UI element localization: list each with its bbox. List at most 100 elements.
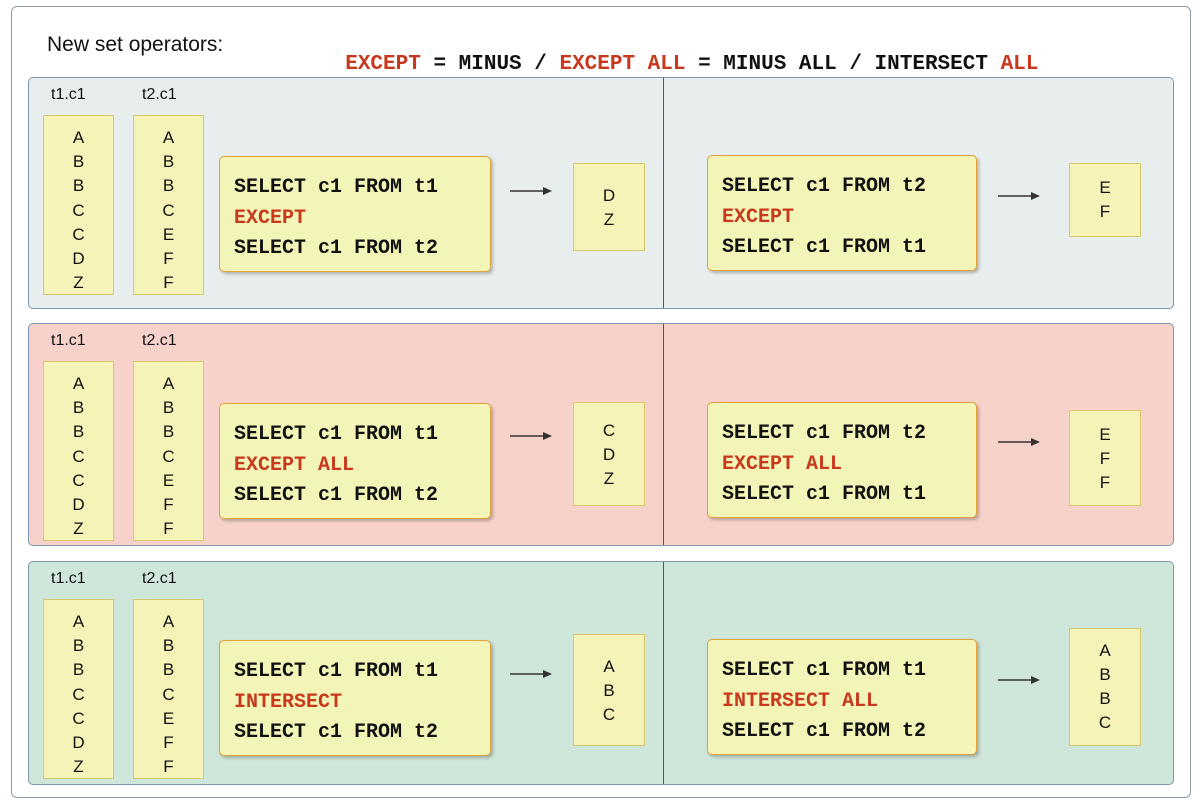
cell-value: D	[72, 732, 85, 752]
panel-except: t1.c1 t2.c1 A B B C C D Z A B B C E F F …	[28, 77, 1174, 309]
sql-operator: EXCEPT ALL	[234, 453, 355, 477]
result-value: B	[603, 681, 615, 700]
result-box: C D Z	[573, 402, 645, 506]
t2-column-header: t2.c1	[142, 570, 177, 587]
sql-query-box: SELECT c1 FROM t2 EXCEPT ALL SELECT c1 F…	[707, 402, 977, 518]
arrow-icon	[510, 670, 552, 678]
sql-operator: EXCEPT ALL	[722, 452, 843, 476]
t1-column-header: t1.c1	[51, 86, 86, 103]
cell-value: B	[162, 636, 175, 656]
cell-value: B	[162, 176, 175, 196]
result-value: Z	[603, 469, 615, 488]
sql-line: SELECT c1 FROM t1	[234, 660, 439, 683]
arrow-icon	[998, 676, 1040, 684]
sql-line: SELECT c1 FROM t2	[722, 422, 927, 445]
sql-line: SELECT c1 FROM t1	[722, 659, 927, 682]
cell-value: B	[162, 152, 175, 172]
cell-value: Z	[73, 519, 84, 539]
result-box: E F F	[1069, 410, 1141, 506]
result-value: C	[602, 705, 616, 724]
panel-divider	[663, 562, 664, 784]
t1-values-box: A B B C C D Z	[43, 115, 114, 295]
result-value: A	[603, 657, 615, 676]
arrow-icon	[510, 432, 552, 440]
t2-values-box: A B B C E F F	[133, 361, 204, 541]
sql-line: SELECT c1 FROM t1	[722, 236, 927, 259]
t2-values-box: A B B C E F F	[133, 599, 204, 779]
cell-value: F	[163, 757, 174, 777]
sql-line: SELECT c1 FROM t2	[234, 484, 439, 507]
arrow-icon	[510, 187, 552, 195]
cell-value: C	[72, 200, 85, 220]
headline-part: EXCEPT	[345, 53, 421, 76]
result-box: A B B C	[1069, 628, 1141, 746]
cell-value: D	[72, 248, 85, 268]
cell-value: A	[162, 128, 175, 147]
t2-column-header: t2.c1	[142, 86, 177, 103]
cell-value: C	[72, 470, 85, 490]
arrow-icon	[998, 438, 1040, 446]
cell-value: B	[162, 398, 175, 418]
sql-operator: INTERSECT	[234, 690, 343, 714]
cell-value: E	[162, 708, 175, 728]
sql-line: SELECT c1 FROM t2	[722, 720, 927, 743]
sql-operator: EXCEPT	[722, 205, 795, 229]
sql-line: SELECT c1 FROM t1	[234, 423, 439, 446]
result-value: A	[1099, 641, 1111, 660]
cell-value: A	[162, 374, 175, 393]
result-box: D Z	[573, 163, 645, 251]
headline-part: ALL	[1000, 53, 1039, 76]
result-value: F	[1099, 202, 1111, 221]
headline-part: = MINUS ALL / INTERSECT	[685, 53, 1001, 76]
cell-value: C	[72, 224, 85, 244]
sql-line: SELECT c1 FROM t2	[722, 175, 927, 198]
result-value: B	[1099, 665, 1111, 684]
cell-value: C	[72, 446, 85, 466]
sql-query-box: SELECT c1 FROM t1 EXCEPT SELECT c1 FROM …	[219, 156, 491, 272]
result-value: E	[1099, 178, 1111, 197]
result-box: E F	[1069, 163, 1141, 237]
cell-value: B	[162, 422, 175, 442]
cell-value: E	[162, 470, 175, 490]
result-value: B	[1099, 689, 1111, 708]
cell-value: B	[72, 152, 85, 172]
result-value: C	[1098, 713, 1112, 732]
cell-value: C	[72, 684, 85, 704]
cell-value: A	[72, 612, 85, 631]
t1-values-box: A B B C C D Z	[43, 361, 114, 541]
sql-query-box: SELECT c1 FROM t2 EXCEPT SELECT c1 FROM …	[707, 155, 977, 271]
t1-column-header: t1.c1	[51, 332, 86, 349]
t2-column-header: t2.c1	[142, 332, 177, 349]
cell-value: F	[163, 519, 174, 539]
cell-value: B	[72, 422, 85, 442]
sql-line: SELECT c1 FROM t1	[722, 483, 927, 506]
result-value: F	[1099, 449, 1111, 468]
result-value: D	[602, 445, 616, 464]
arrow-icon	[998, 192, 1040, 200]
cell-value: B	[162, 660, 175, 680]
sql-query-box: SELECT c1 FROM t1 INTERSECT SELECT c1 FR…	[219, 640, 491, 756]
page-title: New set operators:	[47, 33, 224, 56]
result-box: A B C	[573, 634, 645, 746]
result-value: E	[1099, 425, 1111, 444]
cell-value: B	[72, 636, 85, 656]
cell-value: C	[162, 684, 175, 704]
result-value: Z	[603, 210, 615, 229]
headline-part: = MINUS /	[420, 53, 560, 76]
cell-value: C	[162, 200, 175, 220]
t2-values-box: A B B C E F F	[133, 115, 204, 295]
sql-line: SELECT c1 FROM t2	[234, 721, 439, 744]
cell-value: F	[163, 273, 174, 293]
cell-value: A	[72, 128, 85, 147]
sql-query-box: SELECT c1 FROM t1 INTERSECT ALL SELECT c…	[707, 639, 977, 755]
operator-equivalences: EXCEPT = MINUS / EXCEPT ALL = MINUS ALL …	[320, 30, 1038, 76]
panel-intersect: t1.c1 t2.c1 A B B C C D Z A B B C E F F …	[28, 561, 1174, 785]
cell-value: B	[72, 176, 85, 196]
sql-line: SELECT c1 FROM t1	[234, 176, 439, 199]
panel-divider	[663, 324, 664, 545]
panel-except-all: t1.c1 t2.c1 A B B C C D Z A B B C E F F …	[28, 323, 1174, 546]
result-value: F	[1099, 473, 1111, 492]
result-value: C	[602, 421, 616, 440]
cell-value: F	[163, 494, 174, 514]
cell-value: B	[72, 398, 85, 418]
